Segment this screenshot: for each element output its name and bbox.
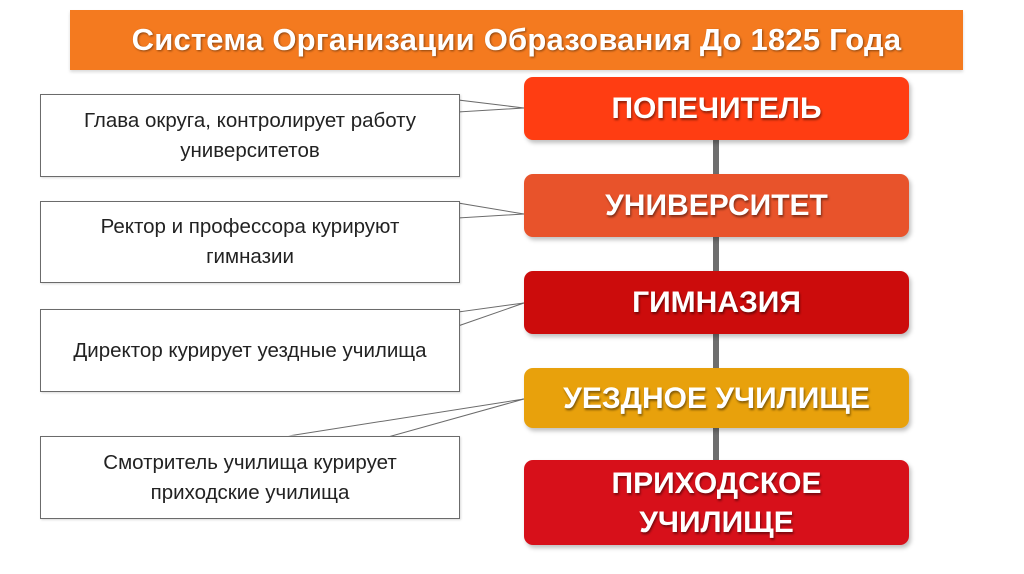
- level-box-parish-school: ПРИХОДСКОЕ УЧИЛИЩЕ: [524, 460, 909, 545]
- level-label: ГИМНАЗИЯ: [632, 286, 801, 319]
- callout-pointer: [457, 99, 525, 113]
- description-text: Директор курирует уездные училища: [73, 338, 427, 362]
- level-label: УНИВЕРСИТЕТ: [605, 189, 828, 222]
- level-label: УЕЗДНОЕ УЧИЛИЩЕ: [563, 381, 870, 415]
- diagram-title: Система Организации Образования До 1825 …: [131, 22, 902, 57]
- description-box-guardian: Глава округа, контролирует работу универ…: [40, 94, 460, 177]
- level-box-university: УНИВЕРСИТЕТ: [524, 174, 909, 237]
- level-label: ПОПЕЧИТЕЛЬ: [611, 92, 822, 125]
- description-text: Ректор и профессора курируют гимназии: [100, 215, 400, 268]
- level-label: ПРИХОДСКОЕ УЧИЛИЩЕ: [611, 466, 822, 539]
- callout-pointer: [457, 202, 525, 219]
- description-text: Смотритель училища курирует приходские у…: [103, 450, 397, 504]
- callout-pointer: [457, 302, 525, 327]
- level-box-guardian: ПОПЕЧИТЕЛЬ: [524, 77, 909, 140]
- description-box-district-school: Смотритель училища курирует приходские у…: [40, 436, 460, 519]
- level-box-district-school: УЕЗДНОЕ УЧИЛИЩЕ: [524, 368, 909, 428]
- title-banner: Система Организации Образования До 1825 …: [70, 10, 963, 70]
- description-text: Глава округа, контролирует работу универ…: [83, 108, 417, 162]
- description-box-gymnasium: Директор курирует уездные училища: [40, 309, 460, 392]
- level-box-gymnasium: ГИМНАЗИЯ: [524, 271, 909, 334]
- callout-pointer: [281, 398, 525, 438]
- description-box-university: Ректор и профессора курируют гимназии: [40, 201, 460, 283]
